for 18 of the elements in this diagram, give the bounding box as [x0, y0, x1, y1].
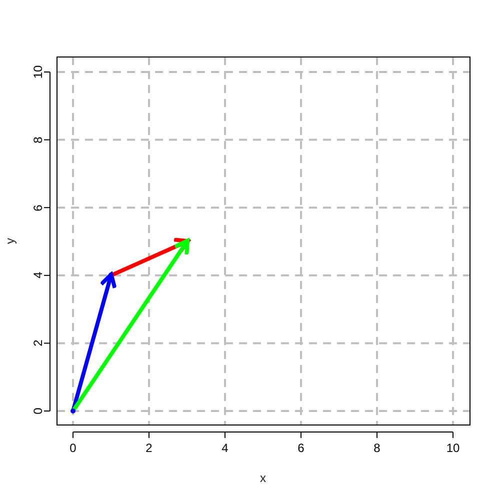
- tick-label: 2: [31, 340, 45, 347]
- tick-label: 10: [446, 441, 460, 455]
- tick-label: 8: [31, 136, 45, 144]
- tick-label: 4: [31, 272, 45, 279]
- vector-arrow: [71, 238, 190, 412]
- tick-label: 8: [374, 441, 380, 455]
- axis-title: x: [260, 471, 266, 485]
- tick-label: 10: [31, 65, 45, 79]
- vector-point: [70, 408, 76, 414]
- tick-label: 2: [146, 441, 152, 455]
- tick-label: 4: [222, 441, 228, 455]
- vector-arrow: [110, 238, 190, 278]
- tick-label: 6: [298, 441, 304, 455]
- tick-label: 6: [31, 204, 45, 211]
- tick-label: 0: [70, 441, 76, 455]
- axis-title: y: [3, 238, 17, 244]
- tick-label: 0: [31, 408, 45, 414]
- vector-point: [108, 272, 114, 278]
